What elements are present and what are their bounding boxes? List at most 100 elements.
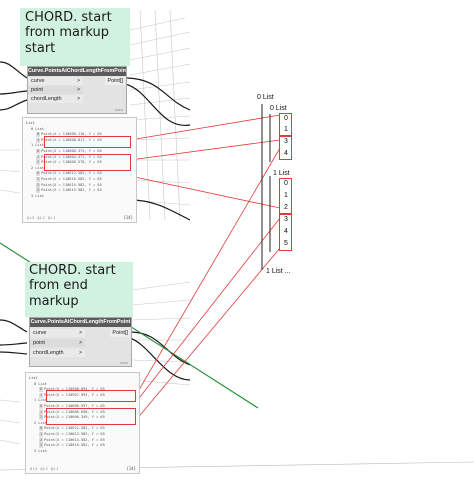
preview-row: 0 List xyxy=(31,127,44,132)
mapping-lines xyxy=(129,114,281,421)
preview-text: Point(X = 110605.578, Y = 65 xyxy=(41,160,102,165)
port-label: chordLength xyxy=(31,96,62,102)
preview-text: Point(X = 110613.582, Y = 65 xyxy=(44,432,105,436)
preview-row: List xyxy=(29,376,38,381)
preview-row: List xyxy=(26,121,35,126)
list-index: 5 xyxy=(284,240,288,247)
preview-text: 0 List xyxy=(31,126,44,131)
port-point[interactable]: point > xyxy=(30,339,85,347)
preview-index: 1 xyxy=(39,392,44,398)
preview-index: 2 xyxy=(36,182,41,188)
item-count: {14} xyxy=(126,466,136,471)
preview-index: 0 xyxy=(36,132,41,138)
preview-index: 0 xyxy=(36,149,41,154)
port-label: point xyxy=(33,340,45,346)
group-title-line: CHORD. start xyxy=(25,10,112,25)
preview-text: List xyxy=(26,121,35,125)
preview-row: 2 List xyxy=(34,421,47,426)
tree-root-label: 0 List xyxy=(257,94,274,101)
preview-index: 0 xyxy=(36,171,41,177)
tree-sublist-label: 1 List xyxy=(273,170,290,177)
list-index: 3 xyxy=(284,216,288,223)
item-count: {14} xyxy=(123,215,133,220)
highlight-box xyxy=(44,136,131,148)
highlight-box xyxy=(279,214,292,251)
tree-sublist-label: 0 List xyxy=(270,105,287,112)
output-port[interactable]: Point[] xyxy=(105,77,125,85)
preview-row: 2 List xyxy=(31,166,44,171)
preview-text: Point(X = 110616.582, Y = 65 xyxy=(41,177,102,181)
preview-index: 1 xyxy=(36,154,41,160)
preview-text: Point(X = 110508.894, Y = 65 xyxy=(44,387,105,392)
port-chordlength[interactable]: chordLength > xyxy=(28,95,83,103)
port-label: chordLength xyxy=(33,350,64,356)
preview-index: 0 xyxy=(39,426,44,432)
preview-text: 2 List xyxy=(31,165,44,170)
preview-index: 3 xyxy=(39,443,44,449)
list-index: 4 xyxy=(284,150,288,157)
chevron-right-icon: > xyxy=(77,87,80,93)
group-title-line: start xyxy=(25,40,56,56)
highlight-box xyxy=(46,390,136,402)
preview-text: 1 List xyxy=(31,143,44,148)
preview-text: Point(X = 110606.698, Y = 65 xyxy=(44,409,105,414)
preview-text: Point(X = 110612.582, Y = 65 xyxy=(44,426,105,431)
chevron-right-icon: > xyxy=(79,350,82,356)
chevron-right-icon: > xyxy=(77,96,80,102)
node-points-at-chord-top[interactable]: Curve.PointsAtChordLengthFromPoint curve… xyxy=(27,66,127,114)
group-bottom[interactable]: CHORD. start from end markup xyxy=(25,262,133,317)
preview-text: Point(X = 110507.993, Y = 65 xyxy=(44,392,105,397)
preview-index: 0 xyxy=(39,404,44,409)
list-index: 4 xyxy=(284,228,288,235)
group-title-line: markup xyxy=(29,293,79,309)
lacing-indicator: AUTO xyxy=(119,361,128,365)
port-label: curve xyxy=(33,330,47,336)
preview-row: 3 List xyxy=(34,449,47,454)
preview-index: 0 xyxy=(39,387,44,393)
tree-lines xyxy=(261,104,271,270)
preview-index: 2 xyxy=(36,160,41,166)
preview-index: 2 xyxy=(39,415,44,421)
preview-text: 3 List xyxy=(34,448,47,453)
chevron-right-icon: > xyxy=(79,340,82,346)
connector-wires xyxy=(0,61,191,381)
port-chordlength[interactable]: chordLength > xyxy=(30,349,85,357)
port-point[interactable]: point> xyxy=(28,86,83,94)
list-level-footer: @L3 @L2 @L1 xyxy=(30,467,59,471)
preview-index: 1 xyxy=(36,137,41,143)
group-title-line: from markup xyxy=(25,25,109,41)
highlight-box xyxy=(279,136,292,160)
chevron-right-icon: > xyxy=(79,330,82,336)
preview-text: Point(X = 110614.582, Y = 65 xyxy=(41,182,102,187)
preview-text: 2 List xyxy=(34,420,47,425)
port-curve[interactable]: curve> xyxy=(28,77,83,85)
preview-text: Point(X = 110509.116, Y = 65 xyxy=(41,132,102,137)
preview-row: 0 List xyxy=(34,382,47,387)
output-port[interactable]: Point[] xyxy=(110,329,130,337)
list-index: 1 xyxy=(284,192,288,199)
group-top[interactable]: CHORD. start from markup start xyxy=(20,8,130,66)
preview-text: Point(X = 110606.349, Y = 65 xyxy=(44,415,105,420)
preview-text: Point(X = 110614.582, Y = 65 xyxy=(44,437,105,442)
tree-sublist-label: 1 List ... xyxy=(266,268,291,275)
preview-row: 1 List xyxy=(31,143,44,148)
node-points-at-chord-bottom[interactable]: Curve.PointsAtChordLengthFromPoint curve… xyxy=(29,317,132,367)
preview-index: 2 xyxy=(39,437,44,443)
preview-text: Point(X = 110615.582, Y = 65 xyxy=(41,188,102,193)
port-curve[interactable]: curve > xyxy=(30,329,85,337)
preview-row: 1 List xyxy=(34,398,47,403)
